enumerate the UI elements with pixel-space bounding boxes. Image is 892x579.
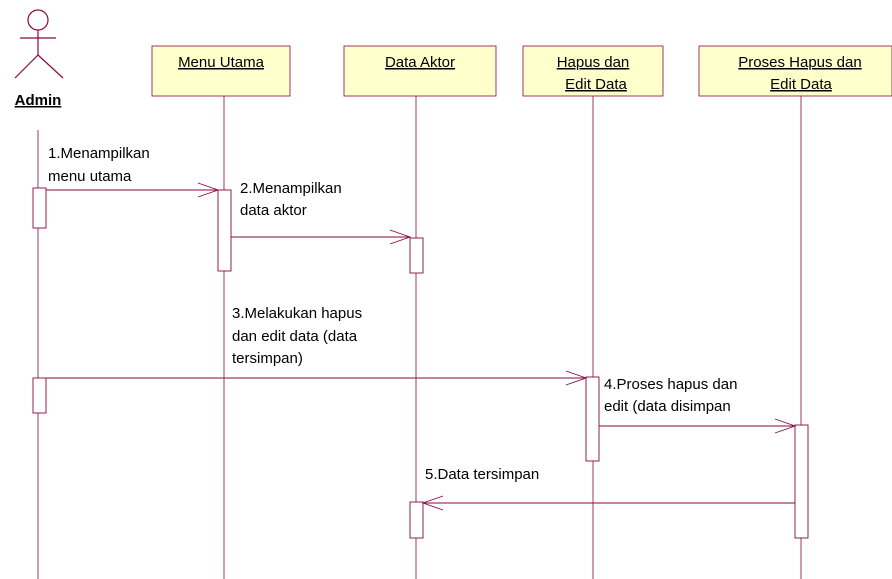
object-menu-utama: Menu Utama <box>151 45 291 97</box>
activation-bar <box>585 376 600 462</box>
object-data-aktor: Data Aktor <box>343 45 497 97</box>
object-label-line: Edit Data <box>565 76 627 93</box>
message-label-line: 2.Menampilkan <box>240 180 342 197</box>
activation-bar <box>217 189 232 272</box>
message-label-line: 4.Proses hapus dan <box>604 376 737 393</box>
object-proses-hapus-dan-edit-data: Proses Hapus dan Edit Data <box>698 45 892 97</box>
object-box <box>522 45 664 97</box>
message-label-line: 5.Data tersimpan <box>425 466 539 483</box>
message-label-line: dan edit data (data <box>232 328 358 345</box>
object-label-line: Hapus dan <box>557 54 630 71</box>
activation-bar <box>409 237 424 274</box>
object-hapus-dan-edit-data: Hapus dan Edit Data <box>522 45 664 97</box>
message-label-line: edit (data disimpan <box>604 398 731 415</box>
activation-bar <box>32 187 47 229</box>
message-arrow-2 <box>231 229 412 245</box>
actor-admin: Admin <box>14 9 64 109</box>
message-4: 4.Proses hapus dan edit (data disimpan <box>604 376 737 415</box>
object-box <box>343 45 497 97</box>
activations <box>32 187 809 539</box>
object-label-line: Data Aktor <box>385 54 455 71</box>
message-arrow-5 <box>421 495 795 511</box>
object-box <box>698 45 892 97</box>
stick-figure-icon <box>14 9 64 79</box>
message-arrows <box>46 182 797 511</box>
message-label-line: data aktor <box>240 202 307 219</box>
message-2: 2.Menampilkan data aktor <box>240 180 342 219</box>
object-label-line: Proses Hapus dan <box>738 54 861 71</box>
message-1: 1.Menampilkan menu utama <box>48 145 150 185</box>
message-label-line: 1.Menampilkan <box>48 145 150 162</box>
message-label-line: menu utama <box>48 168 132 185</box>
object-label-line: Edit Data <box>770 76 832 93</box>
message-label-line: 3.Melakukan hapus <box>232 305 362 322</box>
message-label-line: tersimpan) <box>232 350 303 367</box>
activation-bar <box>409 501 424 539</box>
actor-name: Admin <box>15 92 62 109</box>
object-label-line: Menu Utama <box>178 54 265 71</box>
object-box <box>151 45 291 97</box>
message-arrow-4 <box>599 418 797 434</box>
message-arrow-1 <box>46 182 220 198</box>
activation-bar <box>794 424 809 539</box>
message-3: 3.Melakukan hapus dan edit data (data te… <box>232 305 362 367</box>
message-5: 5.Data tersimpan <box>425 466 539 483</box>
message-arrow-3 <box>46 370 588 386</box>
activation-bar <box>32 377 47 414</box>
